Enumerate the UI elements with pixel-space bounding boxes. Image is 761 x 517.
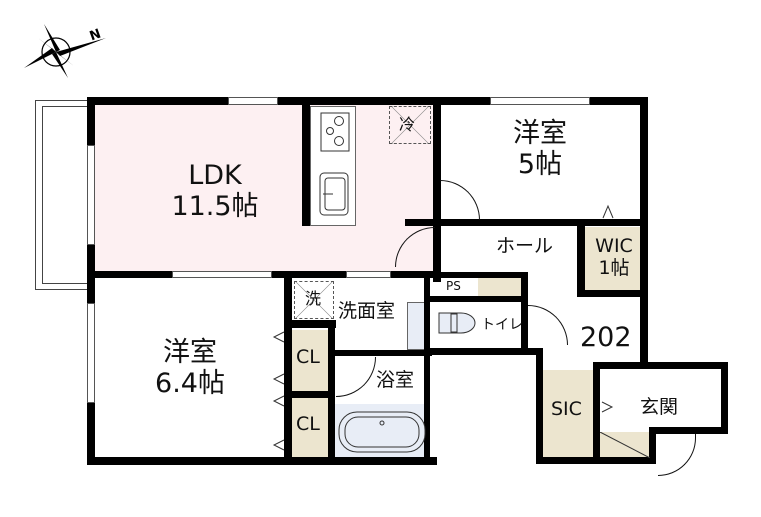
window (87, 145, 95, 245)
window (172, 271, 272, 278)
sic-label: SIC (551, 398, 582, 420)
closet-1-label: CL (296, 346, 320, 368)
compass: N (18, 20, 108, 80)
closet-2-fill (292, 398, 328, 458)
wall (640, 97, 648, 365)
balcony-inner (42, 106, 93, 284)
western-room-1-name: 洋室 (513, 118, 567, 149)
western-room-1-label: 洋室 5帖 (490, 118, 590, 180)
wall (593, 365, 600, 460)
western-room-2-label: 洋室 6.4帖 (130, 337, 250, 399)
entrance-door-swing (658, 434, 696, 476)
window (346, 271, 391, 278)
wall (536, 457, 656, 464)
wall (87, 457, 437, 465)
wic-room (585, 227, 643, 292)
wall (649, 427, 656, 464)
wall (721, 362, 728, 432)
closet-2-label: CL (296, 413, 320, 435)
toilet-label: トイレ (481, 317, 523, 333)
door-swing (336, 357, 376, 397)
wall (536, 348, 543, 463)
wall (424, 296, 528, 302)
ldk-label: LDK 11.5帖 (160, 160, 270, 222)
bathtub-icon (338, 411, 426, 453)
ldk-size: 11.5帖 (171, 191, 259, 223)
hall-label: ホール (496, 235, 554, 257)
window (228, 97, 278, 105)
stove-icon (320, 112, 350, 152)
sic-door-marker (601, 401, 614, 413)
door-swing (528, 305, 568, 345)
ps-label: PS (446, 279, 461, 293)
wall (433, 97, 441, 282)
wall (430, 348, 540, 355)
toilet-icon (438, 312, 476, 334)
wall (284, 320, 336, 328)
ldk-name: LDK (188, 160, 242, 191)
fridge-label: 冷 (399, 115, 416, 134)
sink-icon (319, 172, 349, 216)
western-room-2-size: 6.4帖 (155, 368, 225, 400)
entrance-label: 玄関 (640, 396, 679, 418)
wall (302, 103, 310, 226)
wic-name: WIC (595, 235, 633, 257)
window (87, 303, 95, 403)
wall (577, 222, 585, 296)
closet-1-fill (292, 330, 328, 392)
door-swing (440, 180, 480, 220)
ldk-room (93, 103, 433, 275)
western-room-1-size: 5帖 (517, 149, 563, 181)
washroom-label: 洗面室 (338, 300, 396, 322)
wall (328, 350, 432, 356)
wall (521, 272, 528, 352)
wall (593, 362, 728, 369)
wall (577, 290, 647, 297)
wic-label: WIC 1帖 (586, 235, 642, 280)
wall (284, 275, 292, 465)
sic-fill (543, 370, 593, 458)
wall (405, 219, 645, 226)
washer-label: 洗 (305, 289, 322, 308)
wic-size: 1帖 (598, 256, 630, 279)
compass-rose-icon (24, 24, 106, 78)
window (490, 97, 590, 105)
wall (424, 272, 430, 462)
wall (655, 427, 728, 434)
western-room-2-name: 洋室 (163, 337, 217, 368)
wall (284, 391, 334, 398)
ps-storage (478, 277, 524, 297)
bathroom-label: 浴室 (376, 369, 415, 391)
step-line (600, 432, 650, 458)
fridge-space (389, 106, 431, 144)
unit-number: 202 (580, 322, 632, 353)
washer-space (294, 281, 334, 319)
wic-door-marker (602, 204, 614, 219)
wall (87, 97, 95, 465)
closet-door-markers (272, 331, 285, 451)
wall (424, 272, 528, 278)
